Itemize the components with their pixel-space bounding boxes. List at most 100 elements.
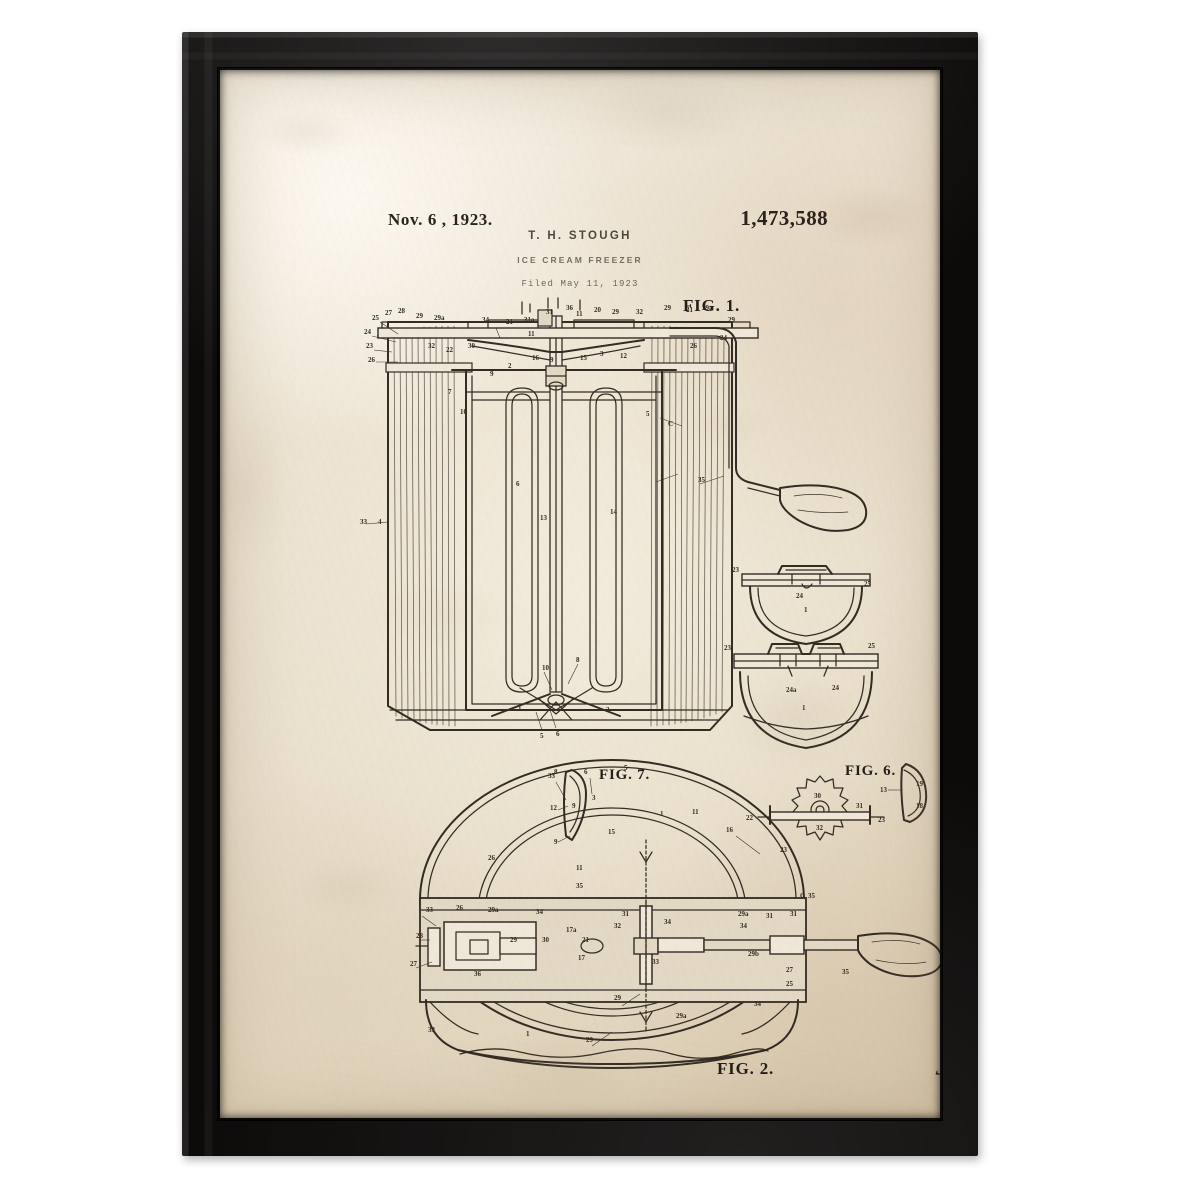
svg-text:31: 31	[546, 308, 554, 316]
svg-text:33: 33	[548, 772, 556, 780]
svg-text:19: 19	[916, 780, 924, 788]
svg-text:13: 13	[880, 786, 888, 794]
svg-text:8: 8	[576, 656, 580, 664]
svg-text:23: 23	[878, 816, 886, 824]
svg-text:15: 15	[608, 828, 616, 836]
svg-text:10: 10	[542, 664, 550, 672]
svg-text:6: 6	[584, 768, 588, 776]
svg-text:1: 1	[660, 474, 664, 482]
paper-vignette	[220, 70, 940, 1118]
svg-text:9: 9	[554, 838, 558, 846]
svg-text:32: 32	[614, 922, 622, 930]
svg-text:6: 6	[516, 480, 520, 488]
svg-text:16: 16	[726, 826, 734, 834]
svg-text:10: 10	[460, 408, 468, 416]
svg-text:24a: 24a	[786, 686, 797, 694]
svg-text:9: 9	[572, 802, 576, 810]
svg-text:13: 13	[540, 514, 548, 522]
svg-text:20: 20	[594, 306, 602, 314]
svg-text:24: 24	[720, 334, 728, 342]
svg-text:22: 22	[446, 346, 454, 354]
svg-text:3: 3	[592, 794, 596, 802]
svg-text:31a: 31a	[524, 316, 535, 324]
fig7-drawing: 8 12 9 9	[550, 768, 587, 846]
svg-text:1: 1	[802, 704, 806, 712]
svg-text:1: 1	[804, 606, 808, 614]
svg-text:7: 7	[448, 388, 452, 396]
svg-text:15: 15	[580, 354, 588, 362]
svg-text:26: 26	[488, 854, 496, 862]
svg-text:9: 9	[550, 356, 554, 364]
paper-fiber-texture	[220, 70, 940, 1118]
svg-text:25: 25	[372, 314, 380, 322]
svg-text:18: 18	[916, 802, 924, 810]
paper-grain-texture	[220, 70, 940, 1118]
svg-text:28: 28	[416, 932, 424, 940]
svg-text:8: 8	[554, 768, 558, 776]
svg-text:30: 30	[542, 936, 550, 944]
svg-text:C: C	[800, 892, 805, 900]
svg-text:36: 36	[474, 970, 482, 978]
svg-text:29: 29	[664, 304, 672, 312]
svg-text:33: 33	[360, 518, 368, 526]
svg-text:21: 21	[582, 936, 590, 944]
svg-text:26: 26	[456, 904, 464, 912]
svg-text:5: 5	[540, 732, 544, 740]
patent-number: 1,473,588	[740, 206, 828, 230]
svg-text:2: 2	[606, 706, 610, 714]
svg-text:29a: 29a	[738, 910, 749, 918]
svg-text:6: 6	[556, 730, 560, 738]
svg-text:33: 33	[428, 1026, 436, 1034]
svg-text:29a: 29a	[676, 1012, 687, 1020]
svg-text:32: 32	[428, 342, 436, 350]
svg-text:23: 23	[732, 566, 740, 574]
svg-text:9: 9	[490, 370, 494, 378]
svg-text:11: 11	[576, 864, 583, 872]
svg-text:32: 32	[636, 308, 644, 316]
svg-text:23: 23	[366, 342, 374, 350]
svg-text:35: 35	[808, 892, 816, 900]
svg-text:5: 5	[646, 410, 650, 418]
figure-label-6: FIG. 6.	[845, 763, 897, 779]
svg-text:26: 26	[368, 356, 376, 364]
svg-text:3: 3	[600, 350, 604, 358]
svg-text:27: 27	[410, 960, 418, 968]
figure-label-1: FIG. 1.	[683, 296, 741, 315]
svg-text:24: 24	[832, 684, 840, 692]
svg-text:11: 11	[692, 808, 699, 816]
attorney-signature: J.K.Bryant	[933, 1043, 940, 1082]
svg-text:14: 14	[610, 508, 618, 516]
svg-text:22: 22	[746, 814, 754, 822]
svg-text:29: 29	[510, 936, 518, 944]
svg-text:12: 12	[550, 804, 558, 812]
svg-text:21: 21	[506, 318, 514, 326]
svg-text:34: 34	[740, 922, 748, 930]
svg-text:4: 4	[378, 518, 382, 526]
svg-text:33: 33	[652, 958, 660, 966]
invention-title: ICE CREAM FREEZER	[517, 255, 643, 265]
svg-text:11: 11	[576, 310, 583, 318]
svg-text:11: 11	[528, 330, 535, 338]
svg-text:16: 16	[532, 354, 540, 362]
figure-label-7: FIG. 7.	[599, 767, 651, 783]
svg-text:36: 36	[566, 304, 574, 312]
svg-text:23: 23	[724, 644, 732, 652]
svg-text:35: 35	[842, 968, 850, 976]
svg-text:35: 35	[698, 476, 706, 484]
svg-text:27: 27	[385, 309, 393, 317]
svg-text:24: 24	[364, 328, 372, 336]
svg-text:33: 33	[426, 906, 434, 914]
svg-text:2: 2	[508, 362, 512, 370]
svg-text:1: 1	[526, 1030, 530, 1038]
filing-date: Filed May 11, 1923	[521, 279, 639, 289]
svg-text:29a: 29a	[434, 314, 445, 322]
svg-text:31: 31	[790, 910, 798, 918]
svg-text:35: 35	[576, 882, 584, 890]
svg-text:29b: 29b	[748, 950, 759, 958]
